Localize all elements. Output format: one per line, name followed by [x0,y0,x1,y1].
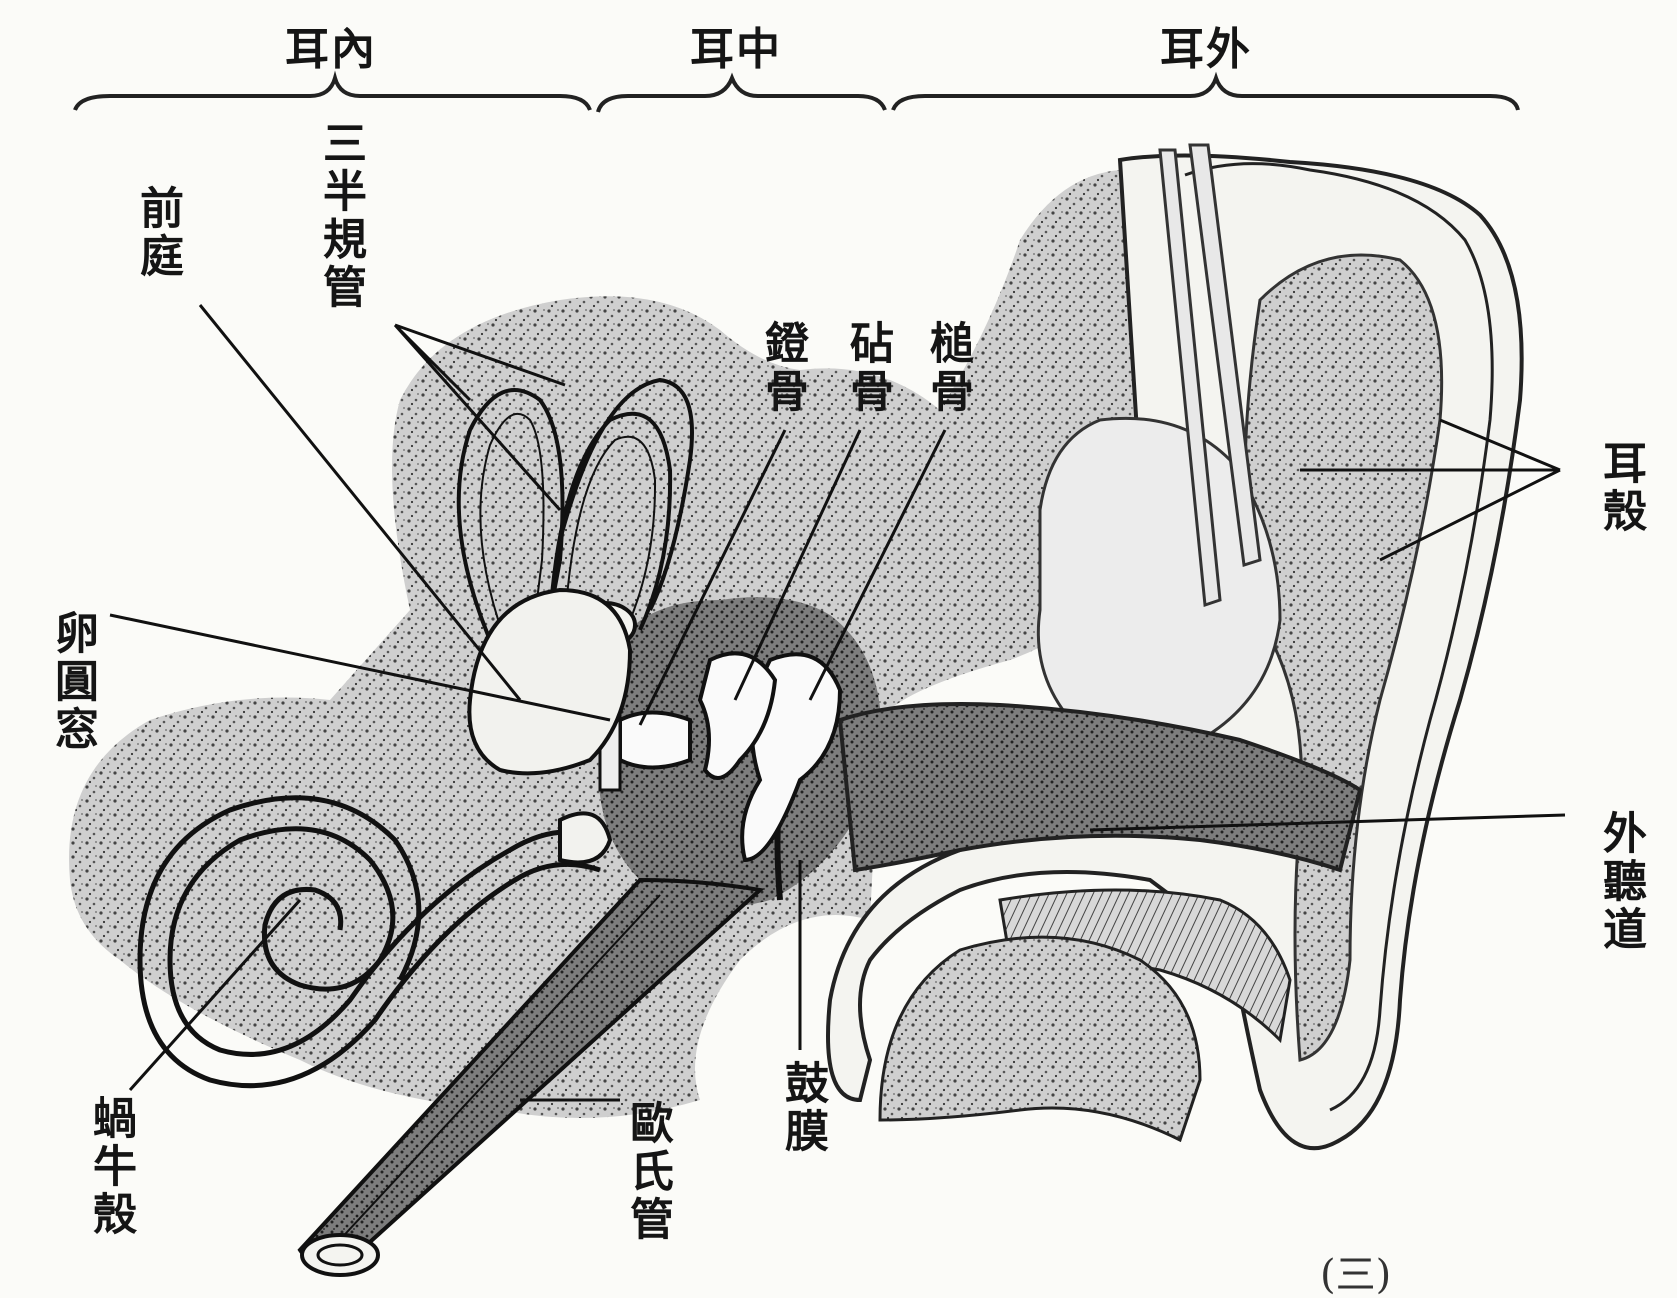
outer-ear-brace [893,78,1518,110]
label-stapes: 鐙骨 [760,320,804,416]
middle-ear-brace [598,78,885,112]
label-eardrum: 鼓膜 [780,1060,824,1156]
braces [75,78,1518,112]
label-auricle: 耳殼 [1598,440,1642,536]
stapes-shape [620,713,690,768]
label-eustachian-tube: 歐氏管 [625,1100,669,1244]
label-vestibule: 前庭 [135,185,179,281]
label-external-canal: 外聽道 [1598,810,1642,954]
inner-ear-heading: 耳內 [285,28,377,72]
middle-ear-heading: 耳中 [690,28,782,72]
label-cochlea: 蝸牛殼 [88,1095,132,1239]
tube-opening [302,1235,378,1275]
outer-ear-heading: 耳外 [1160,28,1252,72]
cochlea-connector [560,813,610,862]
label-malleus: 槌骨 [925,320,969,416]
label-semicircular-canals: 三半規管 [318,120,362,312]
figure-mark: (三) [1320,1255,1391,1295]
label-oval-window: 卵圓窓 [50,610,94,754]
inner-ear-brace [75,78,590,110]
jaw-tissue [880,937,1200,1140]
label-incus: 砧骨 [845,320,889,416]
